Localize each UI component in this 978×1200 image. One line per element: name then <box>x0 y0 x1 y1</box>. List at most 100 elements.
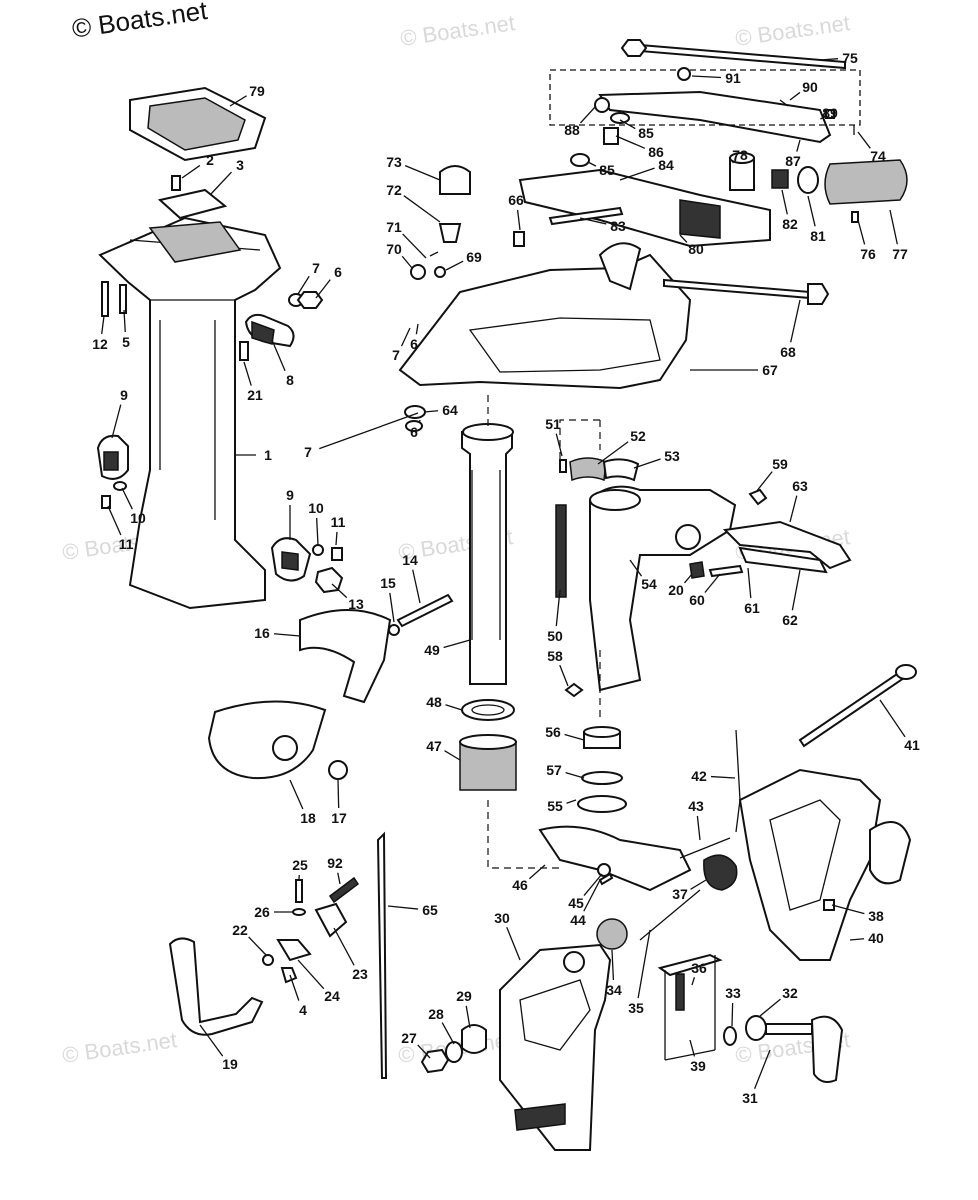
part-label: 59 <box>772 456 788 472</box>
part-label: 7 <box>312 260 320 276</box>
leader-line <box>289 779 304 810</box>
part-label: 29 <box>456 988 472 1004</box>
leader-line <box>819 58 839 61</box>
leader-line <box>404 165 441 181</box>
gasket-79-inner <box>147 97 246 151</box>
knob-72 <box>438 223 462 243</box>
spring-50 <box>555 504 567 598</box>
leader-line <box>747 567 752 599</box>
leader-line <box>111 404 122 439</box>
pin-45 <box>597 863 611 877</box>
leader-line <box>289 974 300 1001</box>
washer-28 <box>445 1041 463 1063</box>
leader-line <box>754 1049 771 1090</box>
leader-line <box>315 279 331 299</box>
swivel-bracket-67-inner <box>468 317 661 373</box>
screw-11-left <box>101 495 111 509</box>
washer-6 <box>405 420 423 432</box>
leader-line <box>637 929 651 999</box>
spring-36 <box>675 973 685 1011</box>
screw-88 <box>594 97 610 113</box>
swivel-tube-49 <box>461 431 513 685</box>
cover-18-hole <box>272 735 298 761</box>
part-label: 11 <box>331 514 346 530</box>
exhaust-housing-1 <box>98 216 282 610</box>
swivel-tube-49-lines <box>471 470 501 640</box>
washer-22 <box>262 954 274 966</box>
pin-90 <box>779 99 789 107</box>
washer-34 <box>596 918 628 950</box>
leader-line <box>418 419 421 424</box>
screw-76 <box>851 211 859 223</box>
leader-line <box>412 569 421 604</box>
part-label: 57 <box>546 762 562 778</box>
part-label: 3 <box>236 157 244 173</box>
nut-4 <box>280 967 298 984</box>
screw-5 <box>119 284 127 314</box>
leader-line <box>400 327 411 347</box>
wire-42 <box>735 729 741 833</box>
leader-line <box>759 998 781 1017</box>
bushing-86 <box>603 127 619 145</box>
part-label: 14 <box>402 552 418 568</box>
spring-20 <box>689 561 705 579</box>
leader-line <box>857 131 871 149</box>
leader-line <box>415 323 419 335</box>
leader-line <box>315 517 319 546</box>
leader-line <box>389 592 395 623</box>
part-label: 2 <box>206 152 214 168</box>
leader-line <box>691 75 722 79</box>
tiller-handle-84-grip <box>679 199 721 239</box>
part-label: 36 <box>691 960 707 976</box>
leader-line <box>791 569 801 611</box>
swivel-bracket-67 <box>398 253 692 390</box>
leader-line <box>417 1044 431 1059</box>
leader-line <box>629 559 643 577</box>
part-shapes <box>96 39 917 1151</box>
leader-line <box>445 704 463 711</box>
clamp-pad-31 <box>810 1015 844 1083</box>
liner-52 <box>569 457 607 482</box>
part-label: 12 <box>92 336 108 352</box>
leader-line <box>273 633 301 637</box>
part-label: 84 <box>658 157 674 173</box>
leader-line <box>337 872 341 885</box>
leader-line <box>123 309 126 333</box>
swivel-bracket-67-boss <box>598 242 642 291</box>
washer-55 <box>577 795 627 813</box>
washer-69 <box>434 266 446 278</box>
mount-9-left-rubber <box>103 451 119 471</box>
bracket-40 <box>738 768 882 961</box>
bolt-14 <box>396 593 454 628</box>
part-label: 20 <box>668 582 684 598</box>
pin-44 <box>598 872 614 886</box>
knob-17 <box>328 760 348 780</box>
leader-line <box>689 1039 696 1057</box>
part-label: 69 <box>466 249 482 265</box>
mount-8-rubber <box>251 320 275 345</box>
knob-73 <box>439 165 471 195</box>
leader-line <box>528 864 546 880</box>
leader-line <box>619 167 655 181</box>
part-label: 48 <box>426 694 442 710</box>
leader-line <box>879 699 906 738</box>
leader-line <box>445 260 464 271</box>
screw-31 <box>765 1023 813 1035</box>
part-label: 6 <box>410 336 418 352</box>
part-label: 7 <box>304 444 312 460</box>
rod-36 <box>657 953 723 977</box>
leader-line <box>444 750 461 761</box>
washer-10-right <box>312 544 324 556</box>
part-label: 78 <box>732 147 748 163</box>
part-label: 16 <box>254 625 270 641</box>
part-label: 44 <box>570 912 586 928</box>
part-label: 47 <box>426 738 442 754</box>
washer-32 <box>745 1015 767 1041</box>
mount-9-right-rubber <box>281 551 299 571</box>
rod-68-knob <box>807 283 830 305</box>
part-label: 6 <box>410 424 418 440</box>
leader-line <box>465 1005 471 1029</box>
leader-line <box>831 904 865 915</box>
part-label: 40 <box>868 930 884 946</box>
